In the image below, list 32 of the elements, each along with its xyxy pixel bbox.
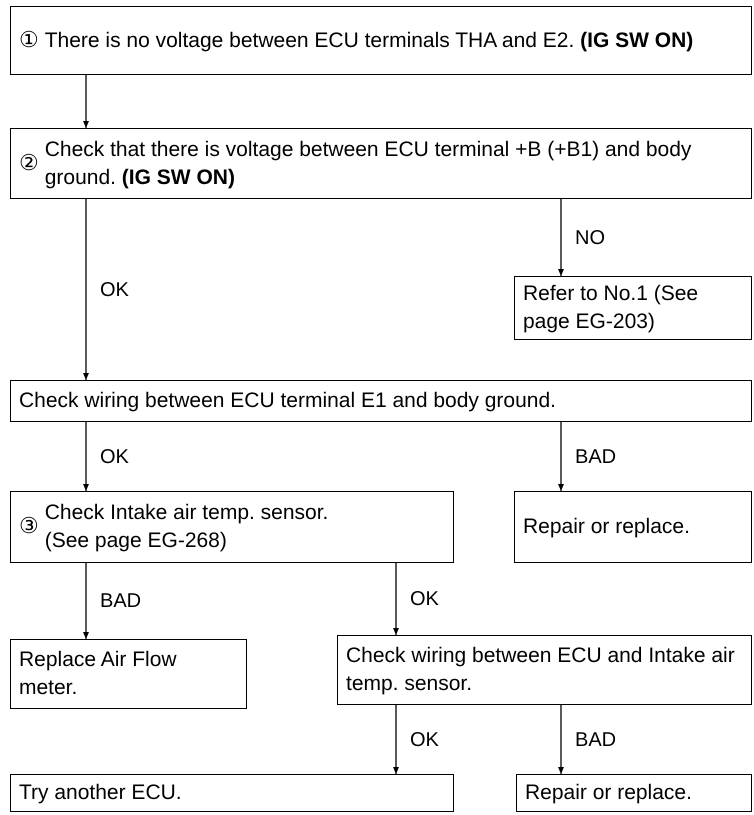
box-text: Check Intake air temp. sensor. (See page EG-268) <box>44 500 330 554</box>
process-box <box>10 774 454 812</box>
process-box <box>514 276 752 340</box>
arrow <box>558 199 564 276</box>
step-number: ③ <box>19 516 39 538</box>
arrow <box>83 75 89 128</box>
step-number: ② <box>19 152 39 174</box>
box-text: Repair or replace. <box>525 780 692 806</box>
box-text: Repair or replace. <box>523 514 690 540</box>
box-text: Check wiring between ECU terminal E1 and body ground. <box>19 388 556 414</box>
process-box <box>516 774 752 812</box>
arrow <box>393 563 399 635</box>
box-text: Refer to No.1 (See page EG-203) <box>523 281 700 335</box>
process-box <box>514 491 752 563</box>
process-box <box>10 380 752 422</box>
arrow <box>558 422 564 491</box>
arrow <box>83 199 89 380</box>
arrow <box>83 563 89 639</box>
box-text: There is no voltage between ECU terminals THA and E2. (IG SW ON) <box>44 28 694 54</box>
box-text: Replace Air Flow meter. <box>19 647 178 701</box>
process-box <box>10 491 454 563</box>
arrow <box>393 705 399 774</box>
process-box <box>10 639 247 709</box>
box-text: Check that there is voltage between ECU terminal +B (+B1) and body ground. (IG SW ON) <box>44 136 692 190</box>
arrow <box>558 705 564 774</box>
process-box <box>10 6 752 75</box>
process-box <box>337 635 752 705</box>
box-text: Try another ECU. <box>19 780 182 806</box>
arrow <box>83 422 89 491</box>
process-box <box>10 128 752 199</box>
box-text: Check wiring between ECU and Intake air temp. sensor. <box>346 643 736 697</box>
step-number: ① <box>19 30 39 52</box>
